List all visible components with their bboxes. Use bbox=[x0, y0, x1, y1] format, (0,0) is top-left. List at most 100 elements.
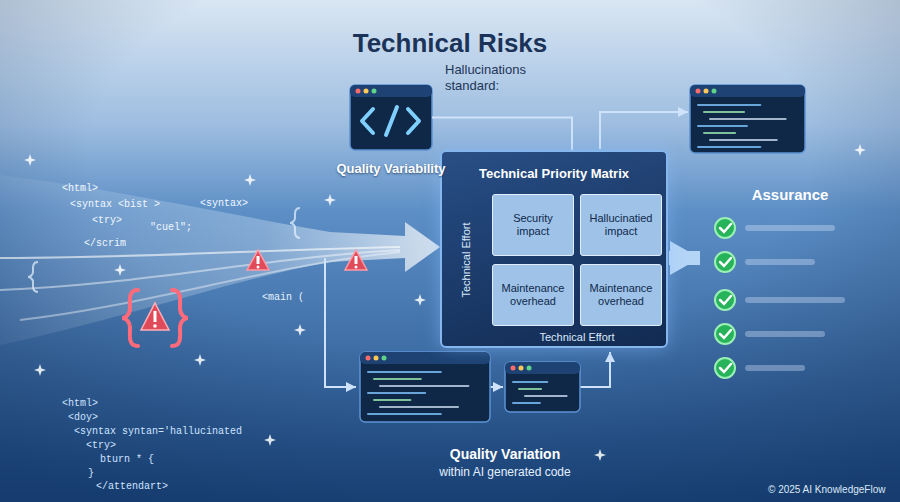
code-line bbox=[710, 118, 786, 120]
sparkle bbox=[114, 264, 126, 276]
cell-text: Hallucinatied impact bbox=[581, 212, 661, 238]
diagram-title: Technical Risks bbox=[0, 28, 900, 59]
code-line bbox=[368, 413, 441, 415]
sparkle bbox=[34, 364, 46, 376]
code-line bbox=[374, 378, 421, 380]
window-dot bbox=[712, 89, 717, 94]
sparkles bbox=[24, 144, 866, 461]
matrix-cell: Hallucinatied impact bbox=[580, 194, 662, 256]
code-window bbox=[690, 85, 805, 153]
code-window bbox=[505, 362, 580, 412]
check-bar bbox=[745, 225, 835, 231]
window-bar bbox=[505, 362, 580, 374]
code-line bbox=[698, 104, 760, 106]
check-mark bbox=[720, 296, 731, 304]
code-fragment: <html> bbox=[62, 398, 98, 410]
window-dot bbox=[696, 89, 701, 94]
code-fragment: </attendart> bbox=[96, 481, 168, 493]
warning-icon bbox=[345, 250, 367, 270]
check-bar bbox=[745, 297, 845, 303]
code-line bbox=[380, 406, 458, 408]
sparkle bbox=[294, 324, 306, 336]
window-dot bbox=[527, 366, 532, 371]
check-bar bbox=[745, 365, 805, 371]
code-line bbox=[368, 371, 441, 373]
axis-label: Technical Effort bbox=[492, 331, 662, 343]
sparkle bbox=[594, 449, 606, 461]
code-icon-box: Quality Variability bbox=[350, 85, 432, 150]
code-fragment: <syntax syntan='hallucinated bbox=[74, 426, 242, 438]
warning-icon bbox=[247, 250, 269, 270]
cell-text: Maintenance overhead bbox=[581, 282, 661, 308]
window-dot bbox=[519, 366, 524, 371]
code-fragment: <try> bbox=[86, 440, 116, 452]
code-icon bbox=[362, 107, 419, 135]
check-circle bbox=[715, 324, 735, 344]
axis-label: Technical Effort bbox=[460, 222, 472, 297]
stream-line bbox=[20, 252, 400, 320]
code-fragment: <main ( bbox=[262, 292, 304, 304]
matrix-cell: Maintenance overhead bbox=[492, 264, 574, 326]
sparkle bbox=[24, 154, 36, 166]
matrix-cell: Maintenance overhead bbox=[580, 264, 662, 326]
check-bar bbox=[745, 331, 825, 337]
checklist-panel: Assurance bbox=[700, 180, 880, 400]
code-line bbox=[704, 132, 735, 134]
code-fragment: bturn * { bbox=[100, 454, 154, 466]
panel-heading: Assurance bbox=[700, 186, 880, 203]
stream-line bbox=[0, 247, 400, 258]
code-line bbox=[513, 381, 547, 383]
check-circle bbox=[715, 252, 735, 272]
matrix-cell: Security impact bbox=[492, 194, 574, 256]
cell-text: Maintenance overhead bbox=[493, 282, 573, 308]
code-window bbox=[360, 352, 490, 422]
window-dot bbox=[356, 89, 361, 94]
cell-text: Security impact bbox=[493, 212, 573, 238]
code-line bbox=[698, 125, 747, 127]
check-mark bbox=[720, 224, 731, 232]
flow-line bbox=[490, 386, 503, 388]
code-fragment: } bbox=[88, 468, 94, 480]
code-fragment: "cuel"; bbox=[150, 222, 192, 234]
window-dot bbox=[364, 89, 369, 94]
code-stream bbox=[0, 175, 440, 345]
matrix-title: Technical Priority Matrix bbox=[442, 166, 666, 181]
sparkle bbox=[324, 194, 336, 206]
node-label: Quality Variability bbox=[336, 161, 445, 176]
window-bar bbox=[350, 85, 432, 97]
check-circle bbox=[715, 218, 735, 238]
annotation: Hallucinations standard: bbox=[445, 62, 550, 93]
code-line bbox=[368, 392, 425, 394]
check-circle bbox=[715, 290, 735, 310]
code-window bbox=[350, 85, 432, 150]
caption-heading: Quality Variation bbox=[355, 446, 655, 462]
window-bar bbox=[690, 85, 805, 97]
sparkle bbox=[194, 354, 206, 366]
check-mark bbox=[720, 330, 731, 338]
window-dot bbox=[382, 356, 387, 361]
sparkle bbox=[264, 434, 276, 446]
code-window-box: Quality Variationwithin AI generated cod… bbox=[360, 352, 490, 422]
window-dot bbox=[704, 89, 709, 94]
stream-line bbox=[0, 250, 400, 290]
flow-line bbox=[325, 258, 356, 387]
caption-text: within AI generated code bbox=[355, 465, 655, 479]
code-line bbox=[704, 111, 744, 113]
flow-line bbox=[600, 112, 688, 149]
window-dot bbox=[366, 356, 371, 361]
window-dot bbox=[511, 366, 516, 371]
code-fragment: </scrim bbox=[84, 238, 126, 250]
brace-glyph bbox=[28, 262, 38, 292]
code-line bbox=[374, 399, 410, 401]
sparkle bbox=[414, 294, 426, 306]
code-windows bbox=[350, 85, 805, 422]
code-fragment: <syntax <bist > bbox=[70, 199, 160, 211]
brace-glyph bbox=[290, 208, 300, 238]
check-mark bbox=[720, 364, 731, 372]
code-fragment: <try> bbox=[92, 215, 122, 227]
matrix-panel: Technical Priority MatrixTechnical Effor… bbox=[440, 150, 668, 348]
sparkle bbox=[854, 144, 866, 156]
